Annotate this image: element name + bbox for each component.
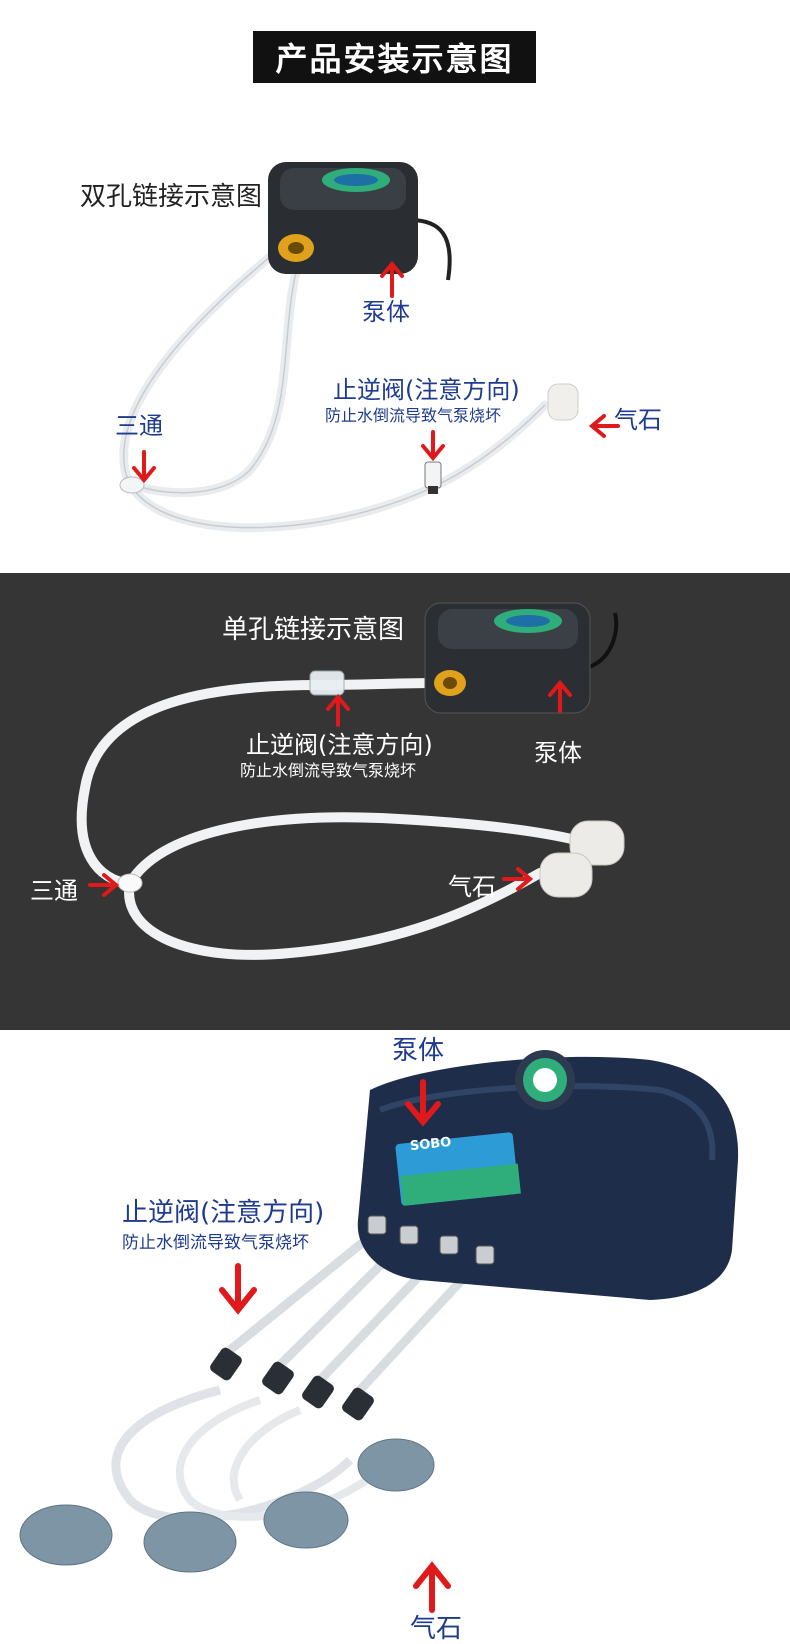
tee-label: 三通 bbox=[30, 877, 78, 905]
tee-label: 三通 bbox=[115, 412, 163, 440]
dual-outlet-diagram: 双孔链接示意图 泵体 止逆阀(注意方向) 防止水倒流导致气泵烧坏 气石 三通 bbox=[0, 100, 790, 573]
single-outlet-illustration bbox=[76, 602, 625, 960]
single-outlet-diagram: 单孔链接示意图 泵体 止逆阀(注意方向) 防止水倒流导致气泵烧坏 气石 三通 bbox=[0, 573, 790, 1030]
air-stone-label: 气石 bbox=[448, 873, 496, 901]
check-valve-note: 防止水倒流导致气泵烧坏 bbox=[325, 406, 502, 425]
page-title: 产品安装示意图 bbox=[275, 40, 514, 78]
four-outlet-diagram: 泵体 止逆阀(注意方向) 防止水倒流导致气泵烧坏 气石 SOBO bbox=[0, 1030, 790, 1644]
air-stone-label: 气石 bbox=[614, 406, 662, 434]
air-stone-label: 气石 bbox=[410, 1614, 463, 1644]
title-banner: 产品安装示意图 bbox=[253, 31, 536, 83]
dual-outlet-heading: 双孔链接示意图 bbox=[80, 182, 263, 212]
check-valve-label: 止逆阀(注意方向) bbox=[246, 731, 433, 759]
check-valve-note: 防止水倒流导致气泵烧坏 bbox=[240, 761, 417, 780]
check-valve-note: 防止水倒流导致气泵烧坏 bbox=[122, 1233, 309, 1253]
check-valve-label: 止逆阀(注意方向) bbox=[122, 1198, 325, 1228]
check-valve-label: 止逆阀(注意方向) bbox=[333, 376, 520, 404]
dual-outlet-illustration bbox=[119, 162, 620, 533]
four-outlet-illustration bbox=[19, 1050, 739, 1613]
pump-label: 泵体 bbox=[392, 1036, 445, 1066]
single-outlet-heading: 单孔链接示意图 bbox=[222, 615, 405, 645]
pump-label: 泵体 bbox=[534, 739, 582, 767]
pump-label: 泵体 bbox=[362, 298, 410, 326]
